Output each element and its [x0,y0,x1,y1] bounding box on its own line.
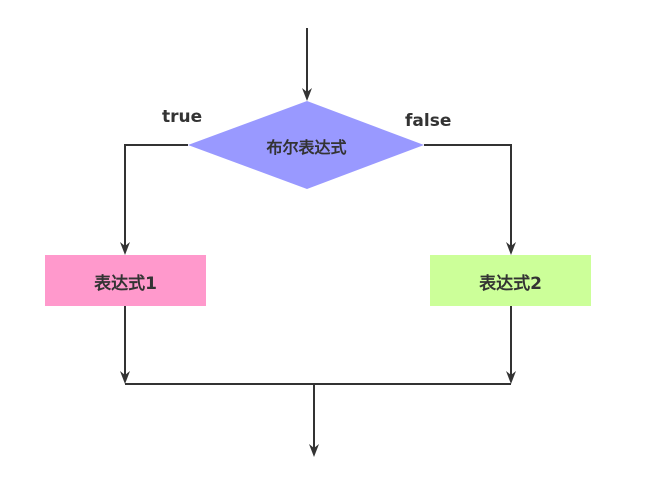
true-connector [124,144,188,246]
expression2-box [430,255,591,306]
expression2-label: 表达式2 [479,274,542,294]
expression1-label: 表达式1 [94,274,157,294]
decision-label: 布尔表达式 [266,138,347,157]
arrowhead-icon [506,242,516,255]
decision-diamond [188,101,424,189]
arrowhead-icon [309,444,319,457]
arrowhead-icon [120,371,130,384]
arrowhead-icon [302,88,312,101]
false-connector [424,144,512,246]
expression1-box [45,255,206,306]
false-label: false [405,111,452,131]
true-label: true [162,107,203,127]
arrowhead-icon [120,242,130,255]
arrowhead-icon [506,371,516,384]
